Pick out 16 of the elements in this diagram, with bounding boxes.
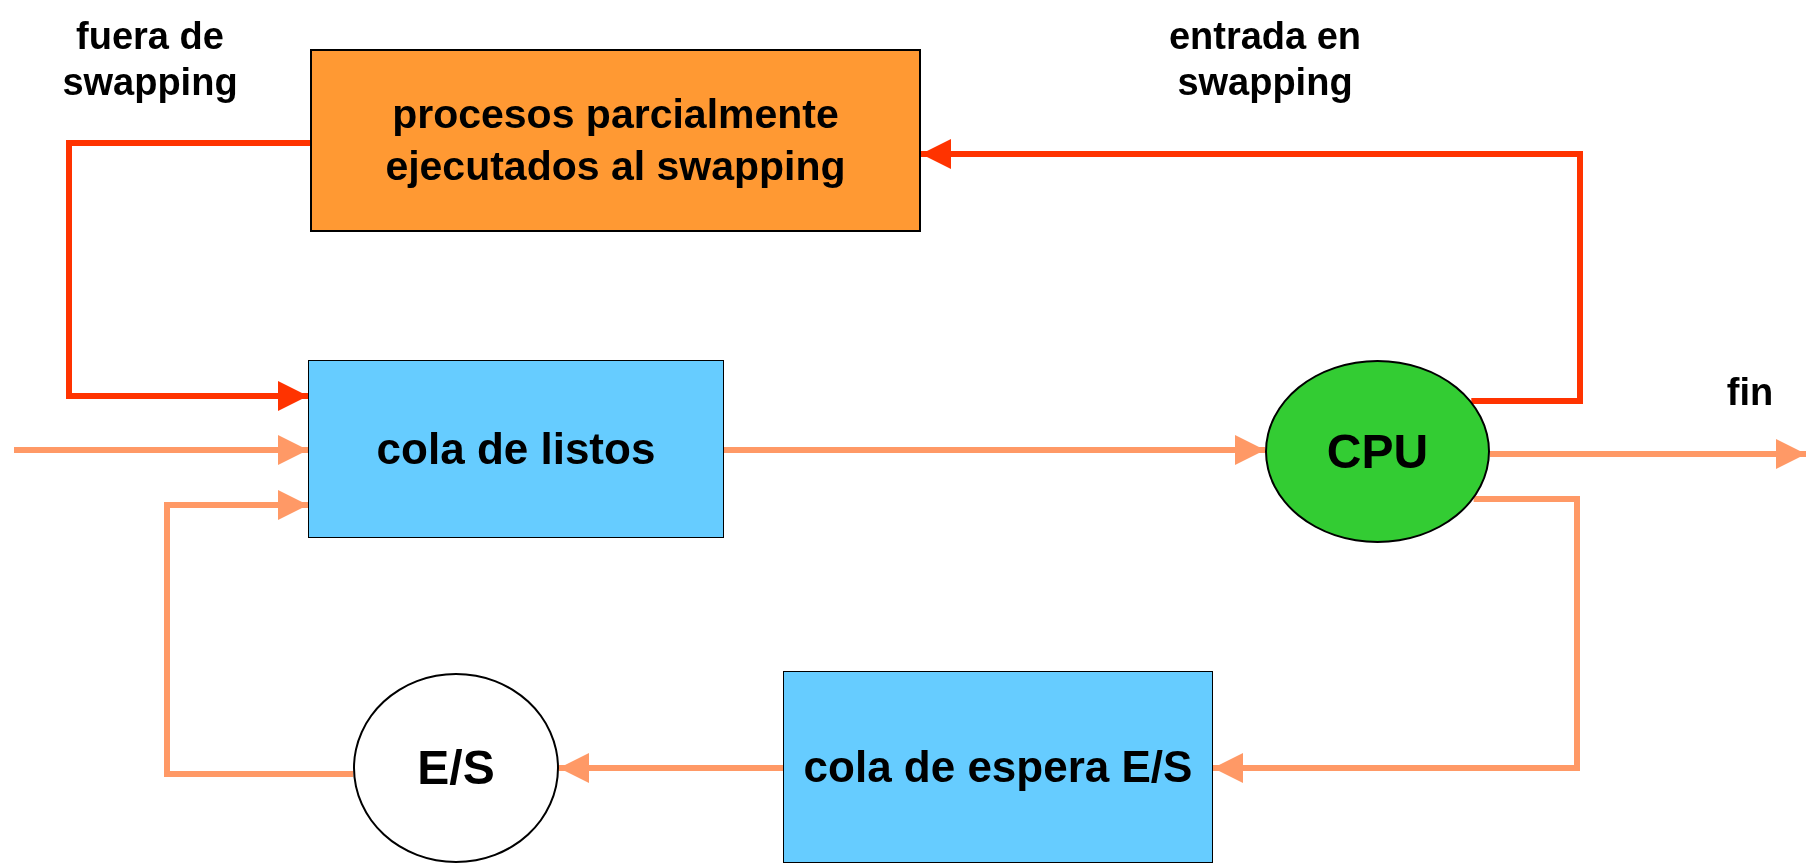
arrow xyxy=(559,753,783,783)
edge-label: fin xyxy=(1725,370,1775,415)
edge-label: fuera de swapping xyxy=(61,14,239,105)
arrow xyxy=(14,435,308,465)
queue-box: cola de listos xyxy=(308,360,724,538)
process-box: procesos parcialmente ejecutados al swapping xyxy=(310,49,921,232)
edge-label: entrada en swapping xyxy=(1167,14,1363,105)
cpu-ellipse: CPU xyxy=(1265,360,1490,543)
io-circle: E/S xyxy=(353,673,559,863)
arrow xyxy=(164,490,354,777)
arrow xyxy=(66,140,310,411)
arrow xyxy=(1489,439,1806,469)
arrow xyxy=(724,435,1265,465)
queue-box: cola de espera E/S xyxy=(783,671,1213,863)
arrow xyxy=(921,139,1583,404)
arrow xyxy=(1213,496,1580,783)
